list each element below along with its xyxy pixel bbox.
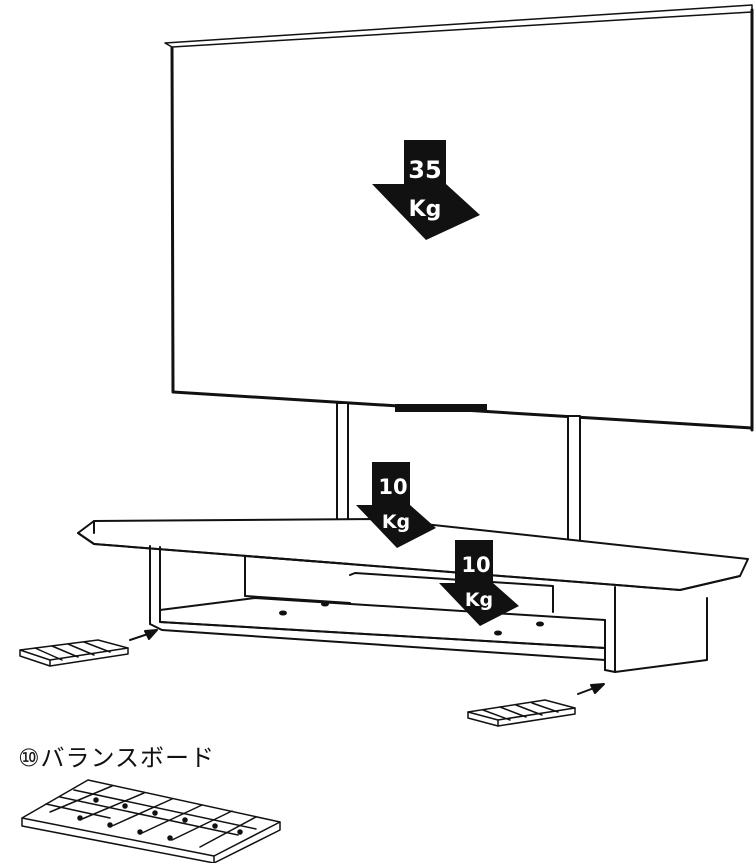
tv-stand-cabinet (77, 518, 749, 673)
part-label: ⑩バランスボード (18, 744, 216, 772)
insert-arrow-right (577, 683, 605, 695)
balance-board-left (19, 639, 129, 667)
balance-board-right (467, 699, 576, 727)
stand-post-left (336, 402, 349, 529)
weight-tv-unit: Kg (409, 197, 442, 222)
weight-shelf-right-unit: Kg (465, 589, 493, 611)
weight-shelf-left-unit: Kg (382, 511, 410, 533)
stand-post-right (567, 415, 581, 557)
insert-arrow-left (129, 629, 158, 641)
weight-shelf-right-value: 10 (461, 553, 490, 577)
weight-arrow-shelf-left: 10 Kg (356, 462, 436, 548)
balance-board-illustration (21, 779, 281, 863)
weight-arrow-shelf-right: 10 Kg (439, 540, 519, 626)
tv-screen (164, 4, 754, 432)
weight-tv-value: 35 (408, 156, 441, 184)
weight-arrow-tv: 35 Kg (372, 140, 480, 240)
weight-shelf-left-value: 10 (378, 475, 407, 499)
